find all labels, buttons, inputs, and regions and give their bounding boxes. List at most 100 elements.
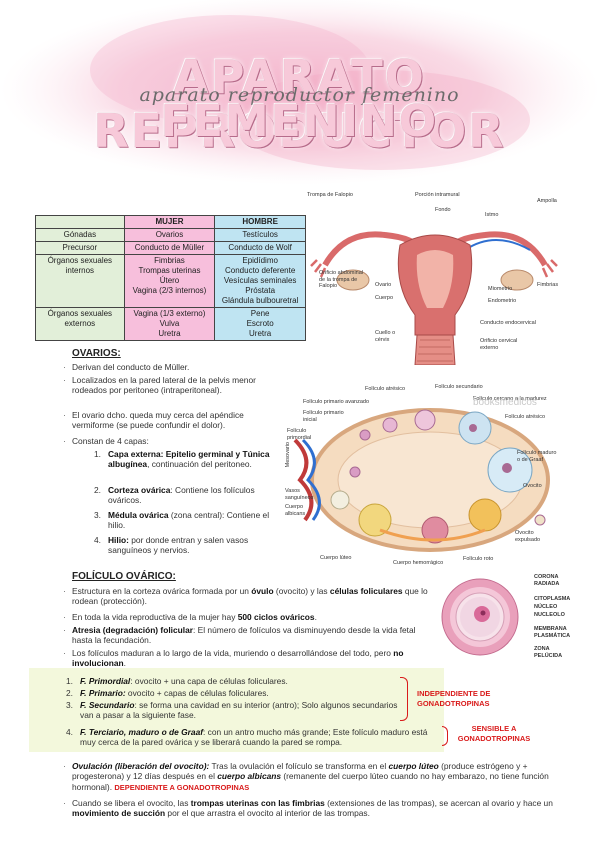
foliculo-bullet: Cuando se libera el ovocito, las trompas… (63, 798, 572, 819)
table-row: Órganos sexuales internos Fimbrias Tromp… (35, 254, 306, 308)
label-trompa: Trompa de Falopio (307, 192, 353, 198)
capa-name: Hilio: (108, 535, 129, 545)
text: (ovocito) y las (273, 586, 330, 596)
cell-hombre: Conducto de Wolf (214, 241, 306, 255)
cell-line: Uretra (249, 329, 272, 338)
ovocyte-illustration (441, 578, 519, 656)
text: F. Primario: (80, 688, 126, 698)
text: cuerpo albicans (217, 771, 282, 782)
ovocyte-diagram: CORONA RADIADA CITOPLASMA NÚCLEO NUCLEOL… (438, 572, 578, 662)
fase-item: 1.F. Primordial: ovocito + una capa de c… (66, 676, 400, 686)
label-atresico: Folículo atrésico (365, 386, 406, 392)
table-row: Gónadas Ovarios Testículos (35, 228, 306, 242)
item-number: 2. (66, 688, 73, 698)
cell-mujer: Ovarios (123, 228, 216, 242)
title-line-2: FEMENINO (160, 96, 439, 147)
ovarios-bullet: Derivan del conducto de Müller. (63, 362, 277, 373)
cell-line: Fimbrias (154, 256, 185, 265)
text: Tras la ovulación el folículo se transfo… (209, 761, 389, 771)
item-number: 1. (66, 676, 73, 686)
text: que lo rodean (protección). (72, 586, 428, 607)
fase-item: 4.F. Terciario, maduro o de Graaf: con u… (66, 727, 440, 748)
cell-line: Vagina (1/3 externo) (133, 309, 206, 318)
fase-item: 3.F. Secundario: se forma una cavidad en… (66, 700, 400, 721)
capa-name: Médula ovárica (108, 510, 169, 520)
cell-line: Trompas uterinas (138, 266, 201, 275)
text: F. Terciario, maduro o de Graaf (80, 727, 204, 737)
cell-line: Pene (250, 309, 270, 318)
text: DEPENDIENTE A GONADOTROPINAS (114, 782, 250, 792)
uterus-illustration (310, 231, 558, 366)
label-citoplasma: CITOPLASMA (534, 596, 571, 602)
cell-line: Vulva (159, 319, 180, 328)
row-label: Órganos sexuales internos (35, 254, 125, 308)
ovarios-title: OVARIOS: (72, 348, 121, 359)
item-number: 4. (94, 535, 101, 545)
table-header-row: MUJER HOMBRE (35, 215, 306, 229)
text: (extensiones de las trompas), se acercan… (324, 798, 553, 808)
label-ovocito-expulsado: Ovocito expulsado (515, 530, 541, 543)
cell-mujer: Fimbrias Trompas uterinas Útero Vagina (… (123, 254, 216, 308)
label-cuello: Cuello o cérvix (375, 330, 396, 343)
text: (remanente del cuerpo lúteo cuando no ha… (72, 771, 549, 792)
label-primordial: Folículo primordial (287, 428, 312, 441)
text: Estructura en la corteza ovárica formada… (72, 586, 252, 596)
label-mesovario: Mesovario (285, 442, 291, 468)
text: cuerpo lúteo (388, 761, 439, 771)
label-nucleo: NÚCLEO (534, 604, 558, 610)
text: no involucionan (72, 648, 404, 669)
highlight-box (29, 668, 444, 752)
text: Ovulación (liberación del ovocito): (72, 761, 210, 771)
text: F. Secundario (80, 700, 135, 710)
text: . (123, 658, 126, 669)
label-endometrio: Endometrio (488, 298, 517, 304)
label-secundario: Folículo secundario (435, 384, 483, 390)
cell-line: Conducto deferente (225, 266, 296, 275)
label-maduro: Folículo maduro o de Graaf (517, 450, 557, 463)
row-label: Gónadas (35, 228, 125, 242)
item-number: 4. (66, 727, 73, 737)
foliculo-bullet: Ovulación (liberación del ovocito): Tras… (63, 761, 572, 793)
cell-mujer: Conducto de Müller (123, 241, 216, 255)
text: ovocito + capas de células foliculares. (125, 688, 269, 698)
text: Los folículos maduran a lo largo de la v… (72, 648, 394, 658)
text: por el que arrastra el ovocito al interi… (165, 808, 370, 819)
label-orificio-abdominal: Orificio abdominal de la trompa de Falop… (319, 270, 364, 289)
item-number: 3. (66, 700, 73, 710)
label-fondo: Fondo (435, 207, 451, 213)
fase-item: 2. F. Primario: ovocito + capas de célula… (66, 688, 400, 698)
text: Atresia (degradación) folicular (72, 625, 193, 635)
label-fimbrias: Fimbrias (537, 282, 559, 288)
title-line-1: APARATO REPRODUCTOR (93, 50, 506, 158)
foliculo-title: FOLÍCULO OVÁRICO: (72, 571, 176, 582)
label-luteo: Cuerpo lúteo (320, 555, 352, 561)
table-header-hombre: HOMBRE (214, 215, 306, 229)
text: células foliculares (329, 586, 403, 596)
cell-line: Vesículas seminales (223, 276, 297, 285)
text: : El número de folículos va disminuyendo… (72, 625, 416, 646)
label-cercano-madurez: Folículo cercano a la madurez (473, 396, 547, 402)
text: 500 ciclos ováricos (237, 612, 315, 622)
cell-hombre: Testículos (214, 228, 306, 242)
label-roto: Folículo roto (463, 556, 494, 562)
capa-item: 1.Capa externa: Epitelio germinal y Túni… (94, 449, 276, 470)
foliculo-bullet: Estructura en la corteza ovárica formada… (63, 586, 432, 607)
table-header-cell (35, 215, 125, 229)
label-membrana: MEMBRANA PLASMÁTICA (534, 626, 571, 639)
label-corona: CORONA RADIADA (534, 574, 560, 587)
uterus-diagram: Trompa de Falopio Porción intramural Fon… (305, 190, 565, 366)
label-orificio-externo: Orificio cervical externo (480, 338, 518, 351)
text: trompas uterinas con las fimbrias (190, 798, 325, 808)
label-vasos: Vasos sanguíneos (285, 488, 314, 501)
cell-line: Útero (159, 276, 180, 285)
brace-independiente (400, 677, 408, 721)
label-albicans: Cuerpo albicans (285, 504, 306, 517)
label-atresico-2: Folículo atrésico (505, 414, 546, 420)
foliculo-bullet: Los folículos maduran a lo largo de la v… (63, 648, 437, 669)
capa-desc: , continuación del peritoneo. (147, 459, 252, 470)
label-porcion: Porción intramural (415, 192, 460, 198)
label-miometrio: Miometrio (488, 286, 513, 292)
text: óvulo (251, 586, 274, 596)
foliculo-bullet: En toda la vida reproductiva de la mujer… (63, 612, 432, 623)
ovarios-bullet: Localizados en la pared lateral de la pe… (63, 375, 277, 396)
